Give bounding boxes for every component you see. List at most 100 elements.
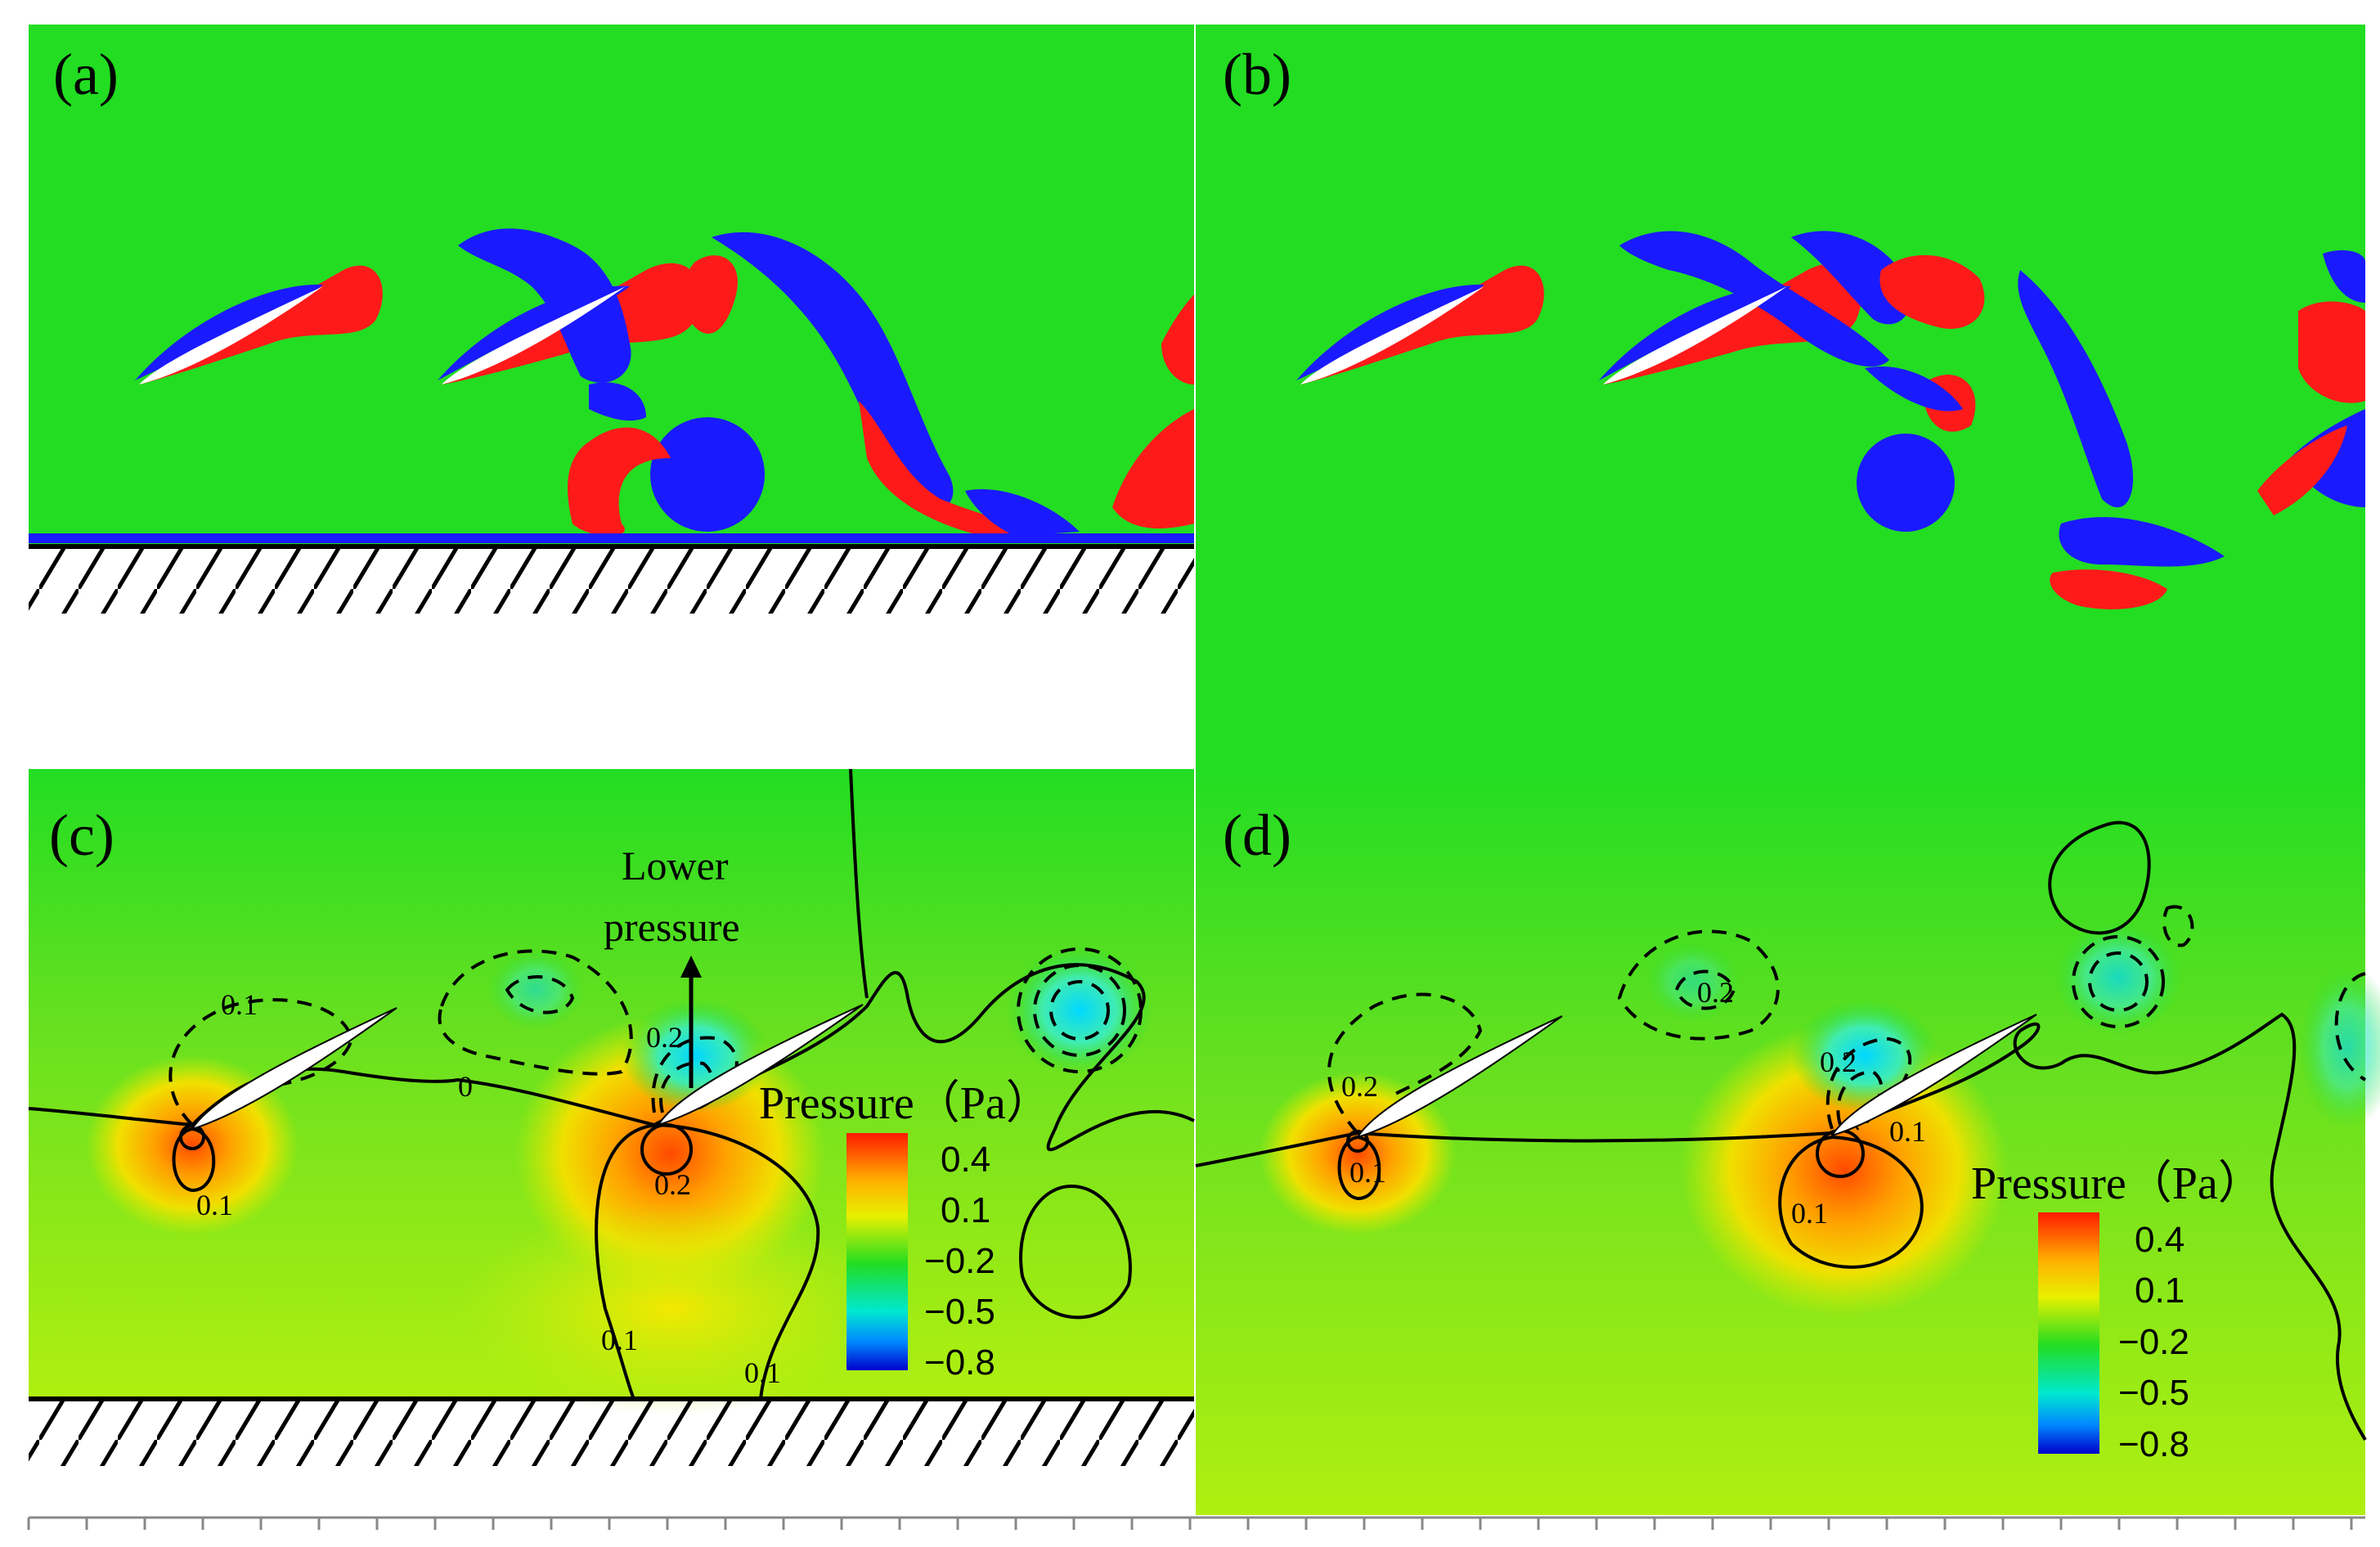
- vortex-blue: [2323, 250, 2365, 303]
- contour-label: 0.1: [601, 1324, 638, 1356]
- low-pressure-spot: [487, 949, 585, 1031]
- contour-positive: [595, 1123, 659, 1400]
- contour-zero: [849, 768, 869, 999]
- ground-wall-body: [29, 614, 1194, 769]
- contour-negative: [1049, 980, 1110, 1041]
- panel-label-a: (a): [53, 42, 119, 107]
- vortex-blue: [458, 228, 631, 383]
- panel-label-c: (c): [49, 803, 115, 868]
- colorbar-tick: −0.5: [2118, 1373, 2189, 1413]
- vortex-blue: [1865, 367, 1963, 411]
- contour-label: 0: [458, 1070, 473, 1103]
- contour-label: 0.1: [744, 1356, 781, 1389]
- vortex-blue: [2018, 270, 2134, 508]
- vortex-red: [683, 255, 738, 334]
- colorbar-tick: −0.2: [924, 1241, 995, 1281]
- panel-label-d: (d): [1223, 803, 1291, 868]
- contour-negative: [1327, 992, 1483, 1135]
- airfoil: [1355, 1015, 1563, 1139]
- contour-negative: [2162, 905, 2194, 947]
- contour-negative: [1617, 929, 1780, 1041]
- panel-b-field: [1196, 25, 2365, 769]
- airfoil: [442, 286, 626, 385]
- vortex-red: [1161, 295, 1194, 385]
- vortex-red: [2050, 569, 2167, 609]
- contour-negative: [505, 975, 575, 1014]
- colorbar: [846, 1133, 908, 1370]
- contour-positive: [179, 1124, 205, 1150]
- contour-positive: [658, 1123, 820, 1400]
- ground-wall-hatch: [29, 1401, 1194, 1466]
- vortex-red: [1879, 254, 1985, 329]
- contour-negative: [2334, 972, 2367, 1082]
- boundary-layer: [29, 533, 1194, 543]
- annotation-pressure: pressure: [604, 904, 740, 950]
- vortex-blue: [589, 382, 646, 421]
- contour-zero: [1019, 1184, 1132, 1320]
- airfoil: [1300, 286, 1484, 385]
- vortex-blue: [650, 417, 765, 532]
- vortex-red: [568, 427, 671, 536]
- contour-negative: [2088, 951, 2149, 1012]
- airfoil: [1830, 1014, 2037, 1137]
- vortex-blue: [965, 489, 1080, 536]
- vortex-red: [1112, 409, 1194, 528]
- panel-label-b: (b): [1223, 42, 1291, 107]
- contour-label: 0.2: [1697, 976, 1734, 1009]
- vortex-blue: [1857, 434, 1955, 532]
- colorbar-tick: 0.1: [941, 1190, 990, 1230]
- contour-negative: [659, 1061, 713, 1114]
- contour-positive: [640, 1123, 693, 1176]
- colorbar-tick: 0.4: [2135, 1220, 2185, 1260]
- vortex-blue: [1619, 231, 1889, 367]
- contour-negative: [1674, 969, 1736, 1010]
- colorbar-tick: 0.1: [2135, 1270, 2185, 1311]
- airfoil: [656, 1004, 864, 1127]
- vortex-blue: [1791, 231, 1911, 325]
- vortex-red: [859, 401, 1063, 536]
- contour-negative: [438, 949, 633, 1076]
- contour-label: 0.2: [646, 1021, 683, 1054]
- ground-wall-body: [29, 1466, 1194, 1515]
- axis-ticks: [27, 1518, 2353, 1530]
- colorbar-tick: 0.4: [941, 1140, 990, 1180]
- panel-d-contours: [1195, 821, 2367, 1441]
- contour-negative: [2072, 935, 2165, 1028]
- panel-b: (b): [1196, 25, 2365, 769]
- contour-zero: [1195, 1012, 2367, 1441]
- bottom-axis: [27, 1516, 2365, 1530]
- vortex-red: [2257, 425, 2347, 515]
- contour-positive: [172, 1127, 216, 1193]
- contour-negative: [1017, 947, 1143, 1073]
- contour-positive: [1337, 1135, 1381, 1201]
- contour-label: 0.1: [1791, 1197, 1828, 1230]
- vortex-blue: [712, 232, 954, 511]
- contour-zero: [2048, 821, 2151, 935]
- vortex-blue: [2059, 517, 2225, 567]
- warm-region: [458, 1203, 883, 1415]
- contour-negative: [168, 998, 354, 1127]
- contour-label: 0.1: [1889, 1115, 1926, 1148]
- colorbar-tick: −0.8: [2118, 1424, 2189, 1464]
- contour-positive: [1778, 1135, 1924, 1269]
- panel-c: 0.1 0.1 0.2 0 0.2 0.1 0.1 Lower pressure…: [28, 768, 1195, 1515]
- colorbar-title: Pressure（Pa）: [1971, 1158, 2264, 1209]
- contour-label: 0.2: [1820, 1046, 1857, 1078]
- panel-a: (a): [29, 25, 1194, 769]
- colorbar: [2038, 1212, 2099, 1454]
- ground-wall-hatch: [29, 548, 1194, 614]
- contour-negative: [1033, 964, 1126, 1057]
- annotation-arrowhead: [680, 956, 702, 978]
- airfoil: [190, 1007, 397, 1131]
- colorbar-tick: −0.5: [924, 1292, 995, 1332]
- panel-d: 0.2 0.1 0.2 0.2 0.1 0.1 Pressure（Pa） 0.4…: [1195, 769, 2380, 1515]
- contour-label: 0.1: [196, 1189, 233, 1221]
- vortex-red: [2298, 301, 2365, 403]
- colorbar-tick: −0.2: [2118, 1322, 2189, 1362]
- colorbar-tick: −0.8: [924, 1342, 995, 1383]
- contour-label: 0.1: [221, 988, 258, 1021]
- low-pressure-spot: [1644, 941, 1742, 1023]
- colorbar-title: Pressure（Pa）: [759, 1078, 1052, 1129]
- contour-label: 0.1: [1349, 1156, 1386, 1189]
